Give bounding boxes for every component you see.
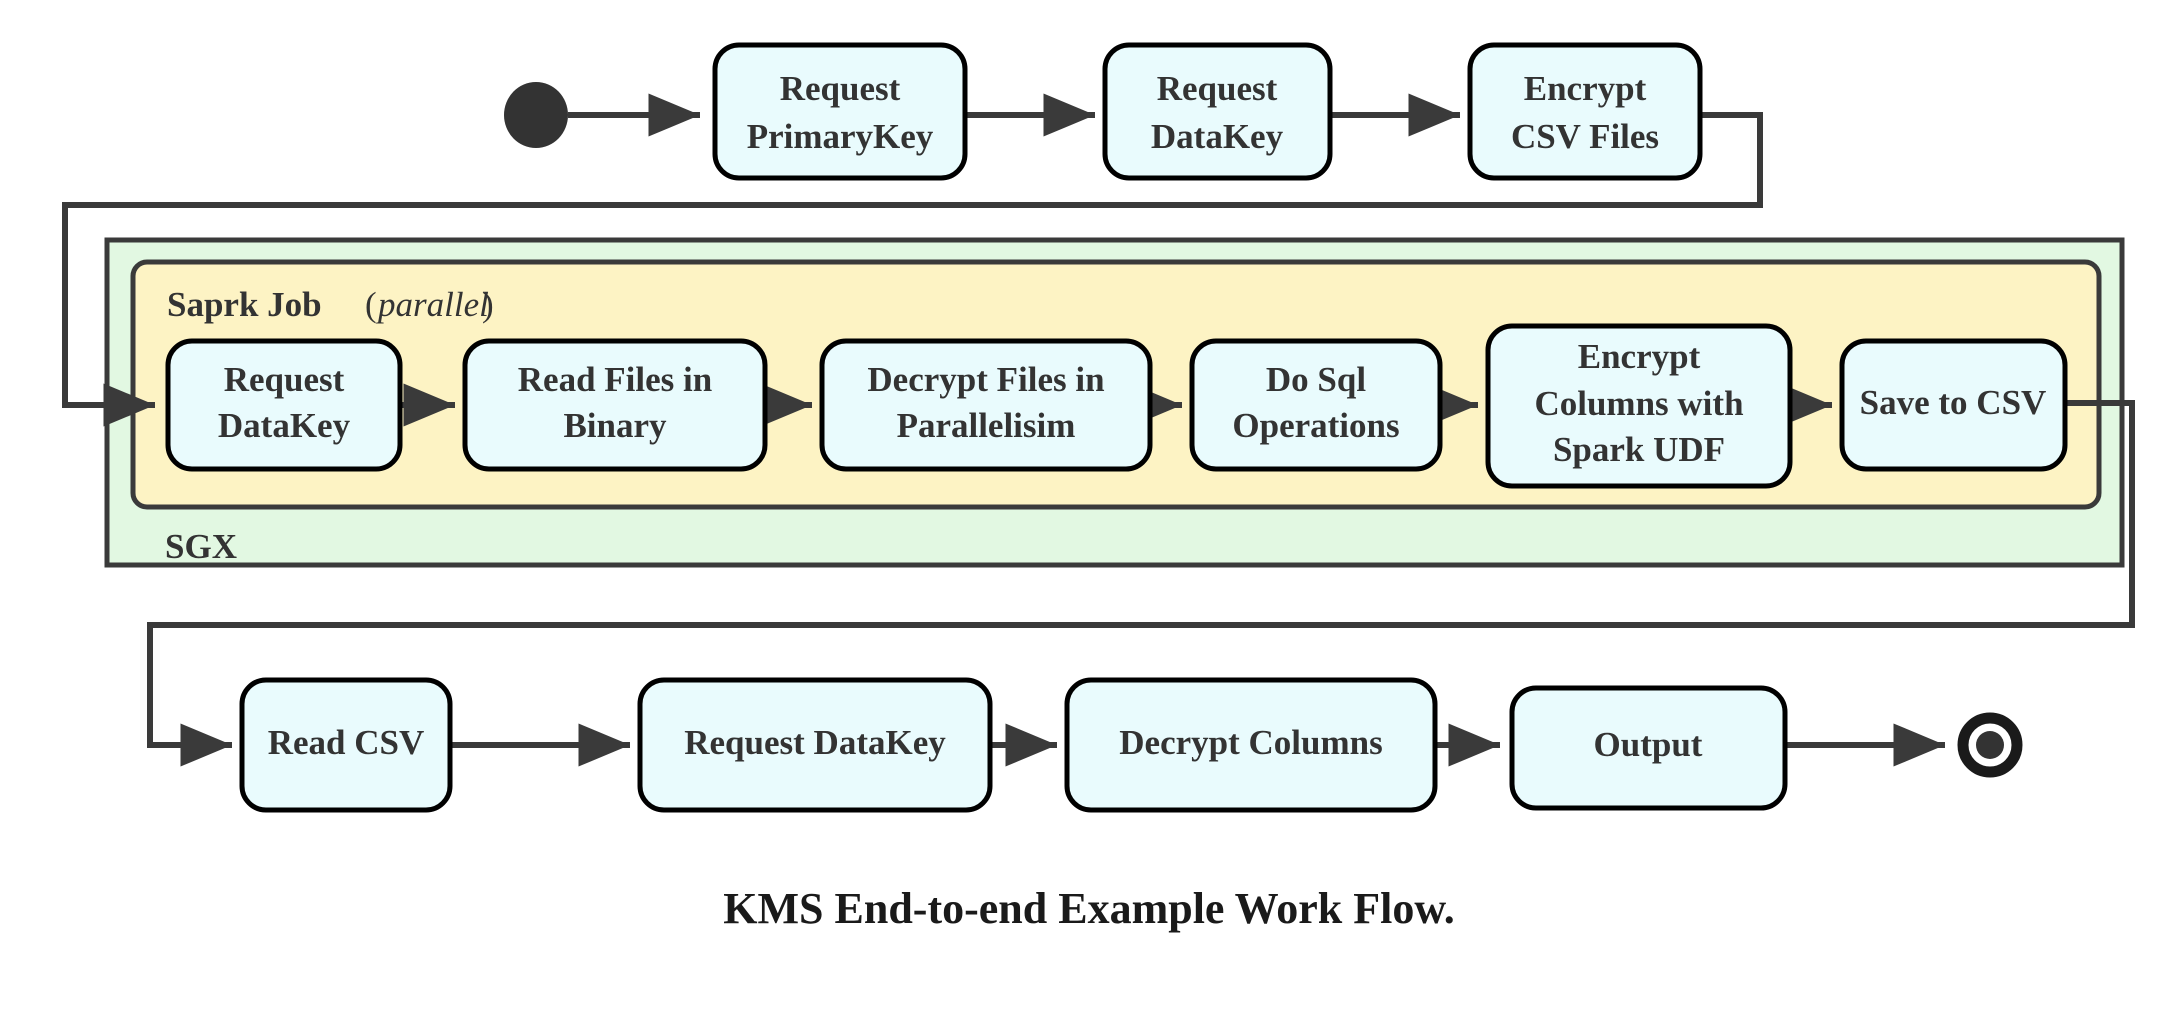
node-save-to-csv-line-1: Save to CSV bbox=[1860, 383, 2047, 422]
node-save-to-csv[interactable]: Save to CSV bbox=[1839, 338, 2068, 472]
node-encrypt-columns-with-spark-udf[interactable]: Encrypt Columns with Spark UDF bbox=[1485, 323, 1793, 489]
node-output-rect[interactable] bbox=[1509, 685, 1788, 811]
node-encrypt-csv-files-line-1: Encrypt bbox=[1524, 69, 1647, 108]
spark-job-paren-open: ( bbox=[365, 285, 377, 324]
node-request-datakey-spark-rect[interactable] bbox=[165, 338, 403, 472]
node-do-sql-operations[interactable]: Do Sql Operations bbox=[1189, 338, 1443, 472]
node-request-datakey-bottom-rect[interactable] bbox=[637, 677, 993, 813]
edge-encrypt-csv-to-spark-datakey bbox=[62, 112, 1763, 427]
node-read-csv[interactable]: Read CSV bbox=[239, 677, 453, 813]
node-encrypt-columns-with-spark-udf-line-1: Encrypt bbox=[1578, 337, 1701, 376]
node-encrypt-columns-with-spark-udf-line-2: Columns with bbox=[1534, 384, 1743, 423]
node-output-line-1: Output bbox=[1594, 725, 1703, 764]
end-node-ring bbox=[1957, 712, 2023, 778]
node-request-primarykey-rect[interactable] bbox=[712, 42, 968, 181]
spark-job-parallel-label: parallel bbox=[375, 285, 489, 324]
node-encrypt-columns-with-spark-udf-line-3: Spark UDF bbox=[1553, 430, 1725, 469]
node-read-files-in-binary[interactable]: Read Files in Binary bbox=[462, 338, 768, 472]
start-node-circle bbox=[504, 82, 568, 148]
node-request-datakey-bottom[interactable]: Request DataKey bbox=[637, 677, 993, 813]
node-request-primarykey-line-2: PrimaryKey bbox=[747, 117, 934, 156]
edges-layer bbox=[62, 93, 2135, 767]
node-decrypt-files-in-parallelisim-rect[interactable] bbox=[819, 338, 1153, 472]
node-request-datakey-top-line-1: Request bbox=[1157, 69, 1278, 108]
node-encrypt-csv-files-rect[interactable] bbox=[1467, 42, 1703, 181]
edge-save-csv-to-read-csv bbox=[147, 400, 2135, 767]
node-save-to-csv-rect[interactable] bbox=[1839, 338, 2068, 472]
sgx-group-label: SGX bbox=[165, 527, 237, 566]
spark-job-group-label: Saprk Job bbox=[167, 285, 322, 324]
node-read-csv-rect[interactable] bbox=[239, 677, 453, 813]
node-output[interactable]: Output bbox=[1509, 685, 1788, 811]
node-request-datakey-spark[interactable]: Request DataKey bbox=[165, 338, 403, 472]
node-read-files-in-binary-rect[interactable] bbox=[462, 338, 768, 472]
node-encrypt-csv-files[interactable]: Encrypt CSV Files bbox=[1467, 42, 1703, 181]
start-node bbox=[504, 82, 568, 148]
node-request-datakey-spark-line-1: Request bbox=[224, 360, 345, 399]
node-decrypt-columns-line-1: Decrypt Columns bbox=[1119, 723, 1382, 762]
end-node bbox=[1957, 712, 2023, 778]
node-read-files-in-binary-line-1: Read Files in bbox=[518, 360, 712, 399]
node-decrypt-files-in-parallelisim-line-2: Parallelisim bbox=[897, 406, 1076, 445]
node-request-datakey-top-rect[interactable] bbox=[1102, 42, 1333, 181]
node-read-csv-line-1: Read CSV bbox=[268, 723, 425, 762]
node-do-sql-operations-rect[interactable] bbox=[1189, 338, 1443, 472]
node-request-datakey-top-line-2: DataKey bbox=[1151, 117, 1284, 156]
node-decrypt-columns[interactable]: Decrypt Columns bbox=[1064, 677, 1438, 813]
node-decrypt-files-in-parallelisim[interactable]: Decrypt Files in Parallelisim bbox=[819, 338, 1153, 472]
node-decrypt-files-in-parallelisim-line-1: Decrypt Files in bbox=[867, 360, 1104, 399]
node-decrypt-columns-rect[interactable] bbox=[1064, 677, 1438, 813]
node-encrypt-columns-with-spark-udf-rect[interactable] bbox=[1485, 323, 1793, 489]
end-node-dot bbox=[1976, 731, 2004, 759]
node-do-sql-operations-line-1: Do Sql bbox=[1266, 360, 1366, 399]
node-request-datakey-top[interactable]: Request DataKey bbox=[1102, 42, 1333, 181]
diagram-caption: KMS End-to-end Example Work Flow. bbox=[723, 884, 1454, 933]
node-do-sql-operations-line-2: Operations bbox=[1232, 406, 1399, 445]
node-read-files-in-binary-line-2: Binary bbox=[563, 406, 667, 445]
spark-job-paren-close: ) bbox=[482, 285, 494, 324]
node-request-primarykey-line-1: Request bbox=[780, 69, 901, 108]
node-request-primarykey[interactable]: Request PrimaryKey bbox=[712, 42, 968, 181]
node-request-datakey-bottom-line-1: Request DataKey bbox=[684, 723, 946, 762]
node-request-datakey-spark-line-2: DataKey bbox=[218, 406, 351, 445]
node-encrypt-csv-files-line-2: CSV Files bbox=[1511, 117, 1659, 156]
